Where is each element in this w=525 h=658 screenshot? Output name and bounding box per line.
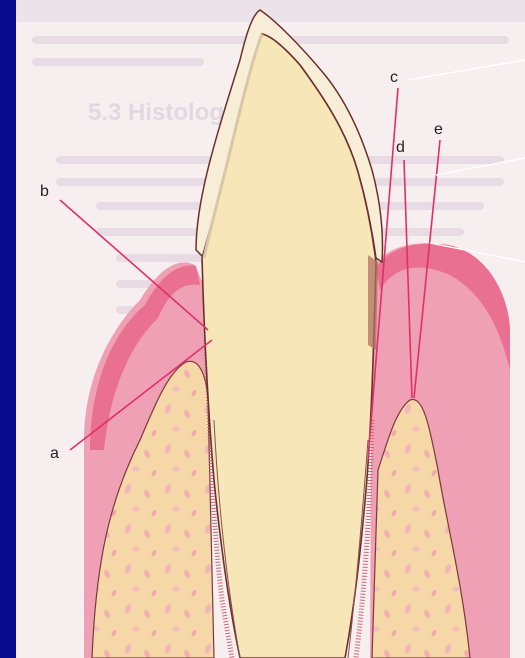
label-d: d	[396, 139, 405, 156]
label-a: a	[50, 445, 59, 462]
label-c: c	[390, 69, 398, 86]
label-e: e	[434, 121, 443, 138]
label-b: b	[40, 183, 49, 200]
